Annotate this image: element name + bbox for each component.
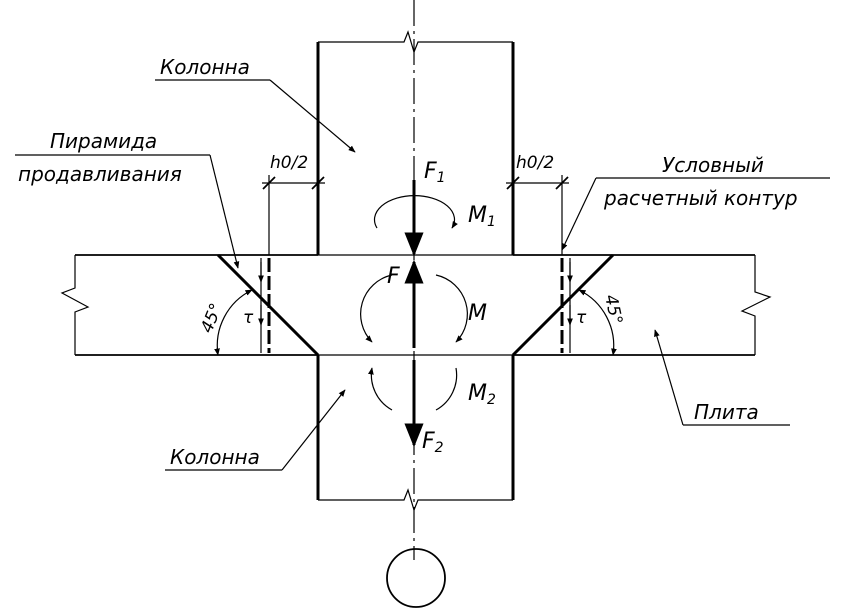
upper-column [316,30,515,255]
label-slab: Плита [694,400,759,424]
lower-column [316,355,515,512]
label-tau-right: τ [576,308,587,328]
label-angle-right: 45° [600,293,626,327]
angle-arcs [214,289,617,356]
leader-lines [15,79,830,471]
dimension-h0-left [262,175,325,255]
label-M2: M2 [468,381,496,408]
label-tau-left: τ [243,308,254,328]
tau-arrows [258,262,573,326]
label-F1: F1 [424,159,446,186]
label-column-top: Колонна [160,55,250,79]
label-angle-left: 45° [197,300,227,335]
label-h0-left: h0/2 [270,153,308,173]
axis-circle [386,548,446,608]
label-h0-right: h0/2 [516,153,554,173]
label-M1: M1 [468,203,496,230]
label-pyramid-line2: продавливания [18,162,182,186]
moment-arcs [360,195,468,411]
dimension-h0-right [506,175,569,255]
slab [60,254,772,356]
label-contour-line2: расчетный контур [603,186,798,210]
label-F2: F2 [422,429,444,456]
label-F: F [387,264,400,289]
label-column-bottom: Колонна [170,445,260,469]
label-pyramid-line1: Пирамида [50,129,157,153]
label-M: M [468,301,487,326]
label-contour-line1: Условный [662,153,764,177]
